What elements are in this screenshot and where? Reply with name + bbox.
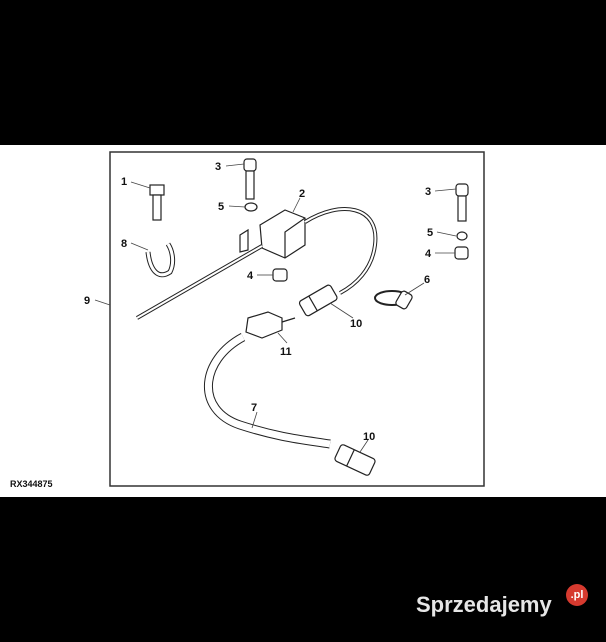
- callout-10-upper: 10: [350, 318, 362, 330]
- reference-code: RX344875: [10, 479, 53, 489]
- connector-part-10-lower: [334, 444, 376, 476]
- hose-clamp-part-6: [374, 290, 413, 310]
- connector-part-11: [245, 311, 296, 339]
- callout-7: 7: [251, 402, 257, 414]
- bolt-part-3-left: [243, 158, 257, 200]
- bolt-part-3-right: [455, 183, 469, 222]
- watermark-text: Sprzedajemy: [416, 592, 552, 617]
- callout-5-left: 5: [218, 201, 224, 213]
- callout-10-lower: 10: [363, 431, 375, 443]
- callout-6: 6: [424, 274, 430, 286]
- callout-3-right: 3: [425, 186, 431, 198]
- nut-part-4-left: [272, 268, 288, 282]
- washer-part-5-right: [456, 231, 468, 241]
- diagram-frame: [109, 151, 485, 487]
- callout-11: 11: [280, 346, 292, 358]
- bolt-part-1: [149, 184, 165, 221]
- callout-8: 8: [121, 238, 127, 250]
- washer-part-5-left: [244, 202, 258, 212]
- sensor-cable: [303, 207, 378, 295]
- nut-part-4-right: [454, 246, 469, 260]
- callout-5-right: 5: [427, 227, 433, 239]
- callout-4-left: 4: [247, 270, 254, 282]
- callout-1: 1: [121, 176, 127, 188]
- callout-9: 9: [84, 295, 90, 307]
- watermark-logo-badge: .pl: [566, 584, 588, 606]
- callout-3-left: 3: [215, 161, 221, 173]
- callout-2: 2: [299, 188, 305, 200]
- callout-4-right: 4: [425, 248, 432, 260]
- sensor-module-part-2: [239, 209, 306, 259]
- connector-part-10-upper: [298, 284, 338, 317]
- leader-lines: [94, 163, 457, 453]
